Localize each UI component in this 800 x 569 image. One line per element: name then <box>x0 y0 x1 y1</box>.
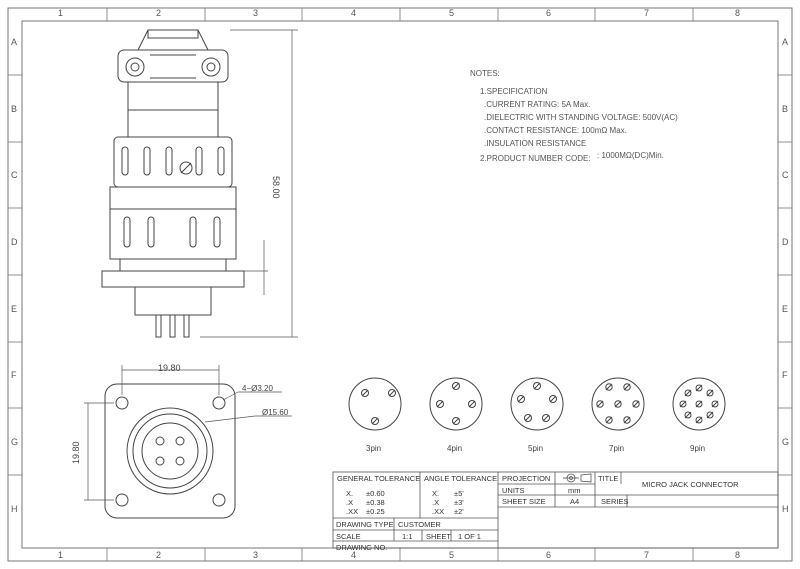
gt-row-2-key: .X <box>346 498 354 507</box>
row-label-a-right: A <box>782 37 789 47</box>
bore-dimension-label: Ø15.60 <box>262 408 289 417</box>
col-label-5-bottom: 5 <box>449 550 455 560</box>
col-label-4: 4 <box>351 8 357 18</box>
hole-dimension-label: 4−Ø3.20 <box>242 384 273 393</box>
col-label-6-bottom: 6 <box>546 550 552 560</box>
scale-label: SCALE <box>336 532 361 541</box>
sheet-size-label: SHEET SIZE <box>502 497 546 506</box>
col-label-1-bottom: 1 <box>58 550 64 560</box>
notes-line-4: .CONTACT RESISTANCE: 100mΩ Max. <box>484 126 627 135</box>
col-label-8-bottom: 8 <box>735 550 741 560</box>
front-dimensions <box>84 365 292 501</box>
col-label-8: 8 <box>735 8 741 18</box>
gt-row-3-key: .XX <box>346 507 359 516</box>
row-label-h-right: H <box>782 504 789 514</box>
notes-line-2: .CURRENT RATING: 5A Max. <box>484 100 591 109</box>
row-label-a: A <box>11 37 18 47</box>
col-label-2: 2 <box>156 8 162 18</box>
row-label-c: C <box>11 170 18 180</box>
drawing-type-value: CUSTOMER <box>398 520 441 529</box>
height-dimension <box>200 29 298 338</box>
units-label: UNITS <box>502 486 525 495</box>
width-dimension-label: 19.80 <box>158 363 181 373</box>
connector-front-view <box>104 383 236 519</box>
pin-label-5: 5pin <box>528 444 544 453</box>
row-label-g-right: G <box>782 437 790 447</box>
sheet-size-value: A4 <box>570 497 580 506</box>
col-label-1: 1 <box>58 8 64 18</box>
row-label-f-right: F <box>782 370 788 380</box>
col-label-4-bottom: 4 <box>351 550 357 560</box>
gt-row-1-key: X. <box>346 489 354 498</box>
general-tolerance-label: GENERAL TOLERANCE <box>337 474 421 483</box>
sheet-value: 1 OF 1 <box>458 532 481 541</box>
at-row-1-val: ±5' <box>454 489 464 498</box>
angle-tolerance-label: ANGLE TOLERANCE <box>424 474 498 483</box>
series-label: SERIES <box>601 497 629 506</box>
notes-line-3: .DIELECTRIC WITH STANDING VOLTAGE: 500V(… <box>484 113 678 122</box>
row-label-c-right: C <box>782 170 789 180</box>
col-label-6: 6 <box>546 8 552 18</box>
col-label-3-bottom: 3 <box>253 550 259 560</box>
at-row-2-val: ±3' <box>454 498 464 507</box>
notes-line-5: .INSULATION RESISTANCE <box>484 139 587 148</box>
pin-label-3: 3pin <box>366 444 382 453</box>
col-label-7-bottom: 7 <box>644 550 650 560</box>
at-row-1-key: X. <box>432 489 440 498</box>
row-label-e-right: E <box>782 304 789 314</box>
projection-label: PROJECTION <box>502 474 551 483</box>
col-label-3: 3 <box>253 8 259 18</box>
title-value: MICRO JACK CONNECTOR <box>642 480 739 489</box>
at-row-2-key: .X <box>432 498 440 507</box>
row-label-d-right: D <box>782 237 789 247</box>
connector-side-view <box>101 29 245 338</box>
row-ticks <box>8 74 792 476</box>
drawing-no-label: DRAWING NO. <box>336 543 388 552</box>
at-row-3-key: .XX <box>432 507 445 516</box>
pin-label-4: 4pin <box>447 444 463 453</box>
inner-frame <box>21 20 779 549</box>
row-label-h: H <box>11 504 18 514</box>
row-label-f: F <box>11 370 17 380</box>
pin-layout-diagrams <box>348 377 726 431</box>
column-ticks <box>106 8 694 561</box>
col-label-7: 7 <box>644 8 650 18</box>
col-label-2-bottom: 2 <box>156 550 162 560</box>
pin-label-7: 7pin <box>609 444 625 453</box>
title-block-grid <box>332 471 779 549</box>
pin-label-9: 9pin <box>690 444 706 453</box>
row-label-d: D <box>11 237 18 247</box>
notes-heading: NOTES: <box>470 69 500 78</box>
col-label-5: 5 <box>449 8 455 18</box>
row-label-e: E <box>11 304 18 314</box>
drawing-type-label: DRAWING TYPE <box>336 520 394 529</box>
scale-value: 1:1 <box>402 532 413 541</box>
gt-row-3-val: ±0.25 <box>366 507 385 516</box>
sheet-label: SHEET <box>426 532 452 541</box>
notes-line-1: 1.SPECIFICATION <box>480 87 548 96</box>
gt-row-1-val: ±0.60 <box>366 489 385 498</box>
insulation-value: : 1000MΩ(DC)Min. <box>597 151 664 160</box>
at-row-3-val: ±2' <box>454 507 464 516</box>
title-label: TITLE <box>598 474 619 483</box>
height-dimension-label: 58.00 <box>271 176 281 199</box>
row-label-g: G <box>11 437 19 447</box>
gt-row-2-val: ±0.38 <box>366 498 385 507</box>
notes-line-6: 2.PRODUCT NUMBER CODE: <box>480 154 591 163</box>
units-value: mm <box>568 486 581 495</box>
row-label-b-right: B <box>782 104 789 114</box>
side-dimension-label: 19.80 <box>71 441 81 464</box>
row-label-b: B <box>11 104 18 114</box>
